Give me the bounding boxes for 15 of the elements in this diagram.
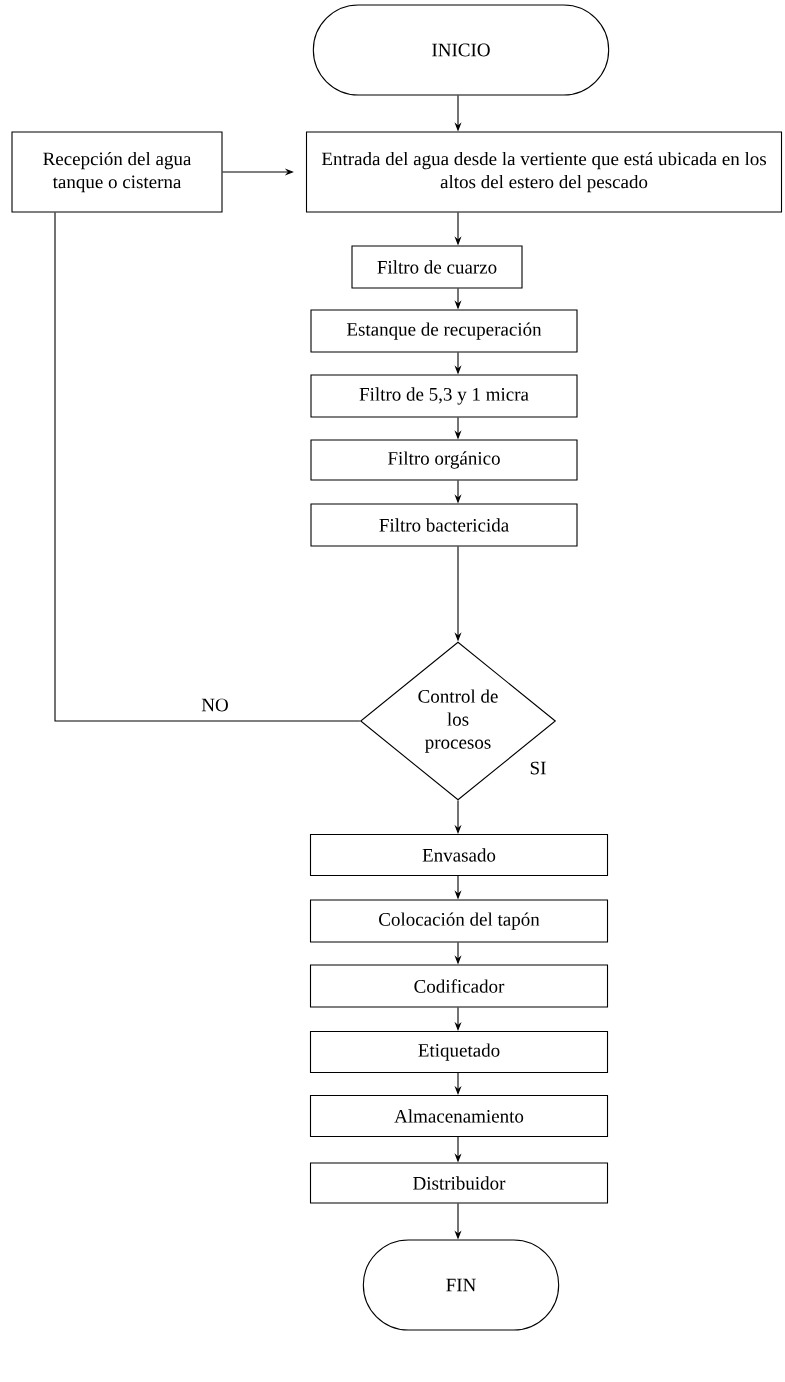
- process-box: Filtro de 5,3 y 1 micra: [310, 374, 578, 418]
- edge-label: SI: [528, 760, 548, 776]
- process-box: Filtro bactericida: [310, 503, 578, 547]
- process-box: Distribuidor: [309, 1162, 609, 1204]
- process-box: Colocación del tapón: [309, 899, 609, 943]
- process-box: Filtro de cuarzo: [351, 245, 523, 289]
- process-box: Entrada del agua desde la vertiente que está ubicada en los altos del estero del pescado: [305, 131, 783, 213]
- process-box: Codificador: [309, 964, 609, 1008]
- edge-label: NO: [200, 697, 230, 713]
- process-box: Recepción del agua tanque o cisterna: [11, 131, 223, 213]
- process-box: Almacenamiento: [309, 1094, 609, 1138]
- process-box: Etiquetado: [309, 1030, 609, 1074]
- process-box: Estanque de recuperación: [310, 309, 578, 353]
- process-box: Filtro orgánico: [310, 439, 578, 481]
- process-box: Envasado: [309, 833, 609, 877]
